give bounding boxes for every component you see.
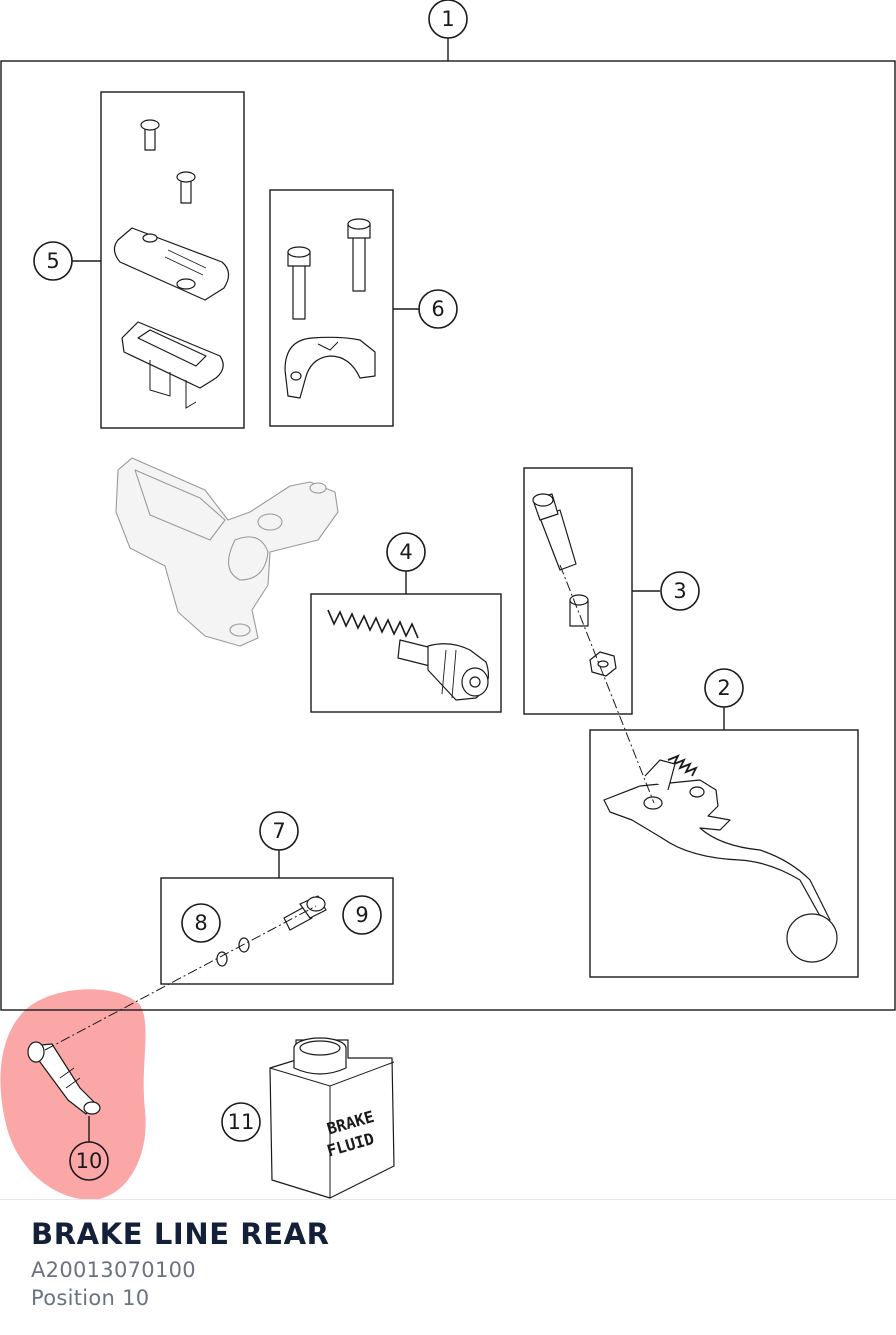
callout-5[interactable]: 5 — [33, 241, 73, 281]
screw-5b — [176, 171, 196, 204]
reservoir-cover — [113, 227, 230, 301]
brake-line-part — [27, 1041, 101, 1115]
callout-7-number: 7 — [272, 819, 285, 843]
callout-7[interactable]: 7 — [259, 811, 299, 851]
callout-6[interactable]: 6 — [418, 289, 458, 329]
part-position: Position 10 — [31, 1286, 150, 1310]
group-5-box — [100, 91, 245, 429]
clamp-bolt-a — [287, 246, 311, 320]
part-info: BRAKE LINE REAR A20013070100 Position 10 — [31, 1212, 330, 1312]
reservoir-gasket — [121, 321, 224, 409]
banjo-bolt — [283, 895, 327, 931]
callout-4-number: 4 — [399, 540, 412, 564]
pivot-bushing — [569, 594, 589, 627]
callout-3-number: 3 — [673, 579, 686, 603]
assembly-line-banjo — [44, 905, 317, 1051]
pivot-bolt — [532, 493, 577, 571]
callout-9[interactable]: 9 — [342, 895, 382, 935]
footer-divider — [0, 1199, 896, 1200]
callout-8[interactable]: 8 — [181, 903, 221, 943]
pivot-nut — [589, 651, 617, 677]
callout-8-number: 8 — [194, 911, 207, 935]
callout-5-number: 5 — [46, 249, 59, 273]
callout-11-number: 11 — [228, 1110, 255, 1134]
callout-10-number: 10 — [76, 1149, 103, 1173]
screw-5a — [140, 119, 160, 151]
exploded-parts-diagram: .ln { fill: none; stroke: #1a1a1a; strok… — [0, 0, 896, 1200]
callout-9-number: 9 — [355, 903, 368, 927]
master-cylinder-body — [115, 457, 339, 647]
group-7-box — [160, 877, 394, 985]
callout-3[interactable]: 3 — [660, 571, 700, 611]
callout-4[interactable]: 4 — [386, 532, 426, 572]
callout-1[interactable]: 1 — [428, 0, 468, 39]
callout-6-number: 6 — [431, 297, 444, 321]
assembly-line-pivot — [559, 564, 655, 804]
part-number: A20013070100 — [31, 1258, 196, 1282]
callout-10[interactable]: 10 — [69, 1141, 109, 1181]
callout-1-number: 1 — [441, 7, 454, 31]
callout-2-number: 2 — [717, 676, 730, 700]
handlebar-clamp — [284, 336, 376, 399]
lever-spring — [667, 754, 698, 777]
brake-lever — [603, 759, 838, 963]
callout-11[interactable]: 11 — [221, 1102, 261, 1142]
piston — [397, 639, 489, 701]
sealing-washers — [216, 937, 250, 967]
clamp-bolt-b — [347, 218, 371, 292]
callout-2[interactable]: 2 — [704, 668, 744, 708]
group-6-box — [269, 189, 394, 427]
part-name: BRAKE LINE REAR — [31, 1217, 330, 1251]
piston-spring — [327, 609, 419, 639]
brake-fluid-bottle: BRAKE FLUID — [269, 1037, 395, 1199]
